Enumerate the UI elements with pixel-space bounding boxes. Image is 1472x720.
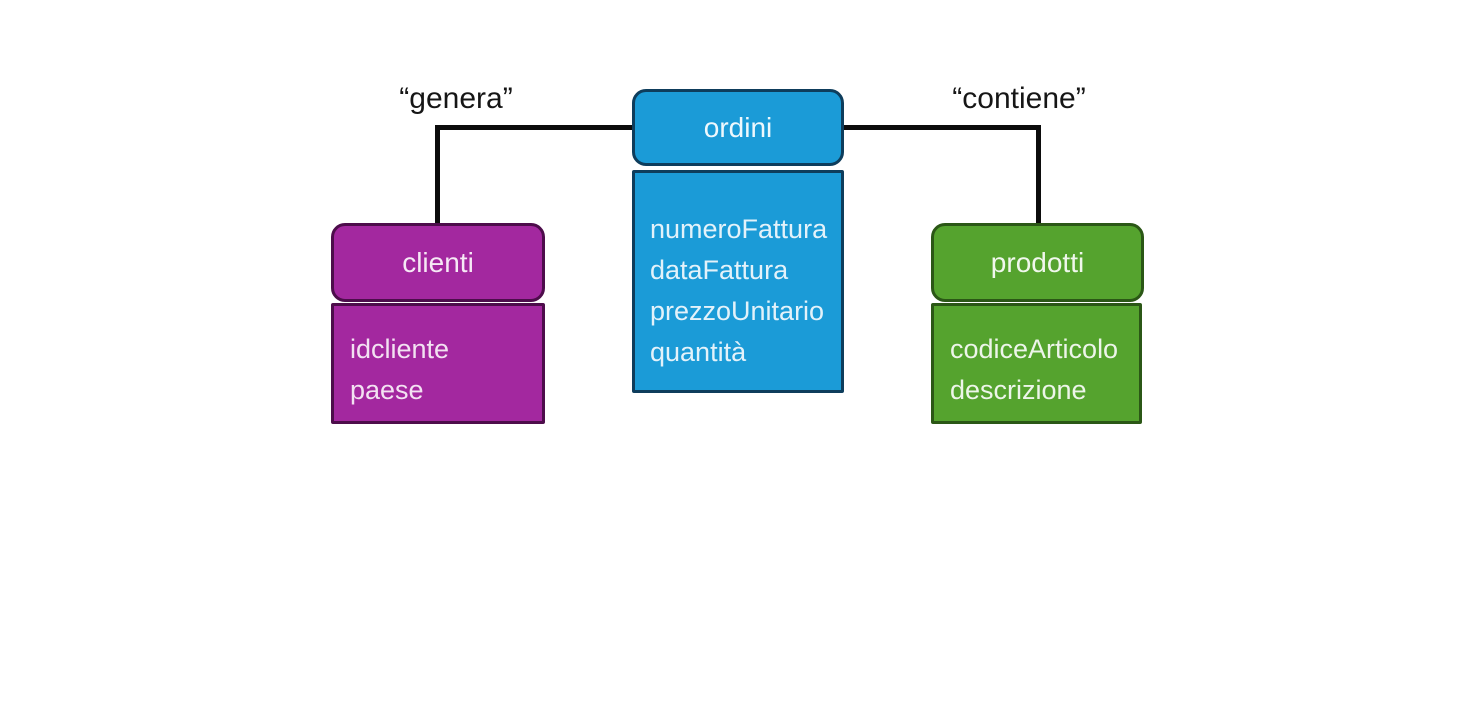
entity-prodotti-header: prodotti [931,223,1144,302]
attribute-dataFattura: dataFattura [650,255,789,285]
attribute-paese: paese [350,375,424,405]
connector-contiene-horizontal-line [841,125,1041,130]
attribute-descrizione: descrizione [950,375,1087,405]
relationship-label-genera: “genera” [399,82,513,115]
connector-contiene-vertical-line [1036,125,1041,225]
entity-prodotti-title: prodotti [990,246,1085,278]
attribute-idcliente: idcliente [350,334,450,364]
entity-ordini-header: ordini [632,89,844,166]
entity-prodotti-attributes: codiceArticolo descrizione [931,303,1142,424]
entity-clienti-attributes: idcliente paese [331,303,545,424]
attribute-numeroFattura: numeroFattura [650,214,828,244]
entity-prodotti: prodotti codiceArticolo descrizione [931,223,1144,424]
connector-genera-vertical-line [435,125,440,225]
entity-ordini-attributes: numeroFattura dataFattura prezzoUnitario… [632,170,844,393]
connector-genera-horizontal-line [435,125,635,130]
entity-clienti: clienti idcliente paese [331,223,545,424]
relationship-label-contiene: “contiene” [952,82,1086,115]
attribute-prezzoUnitario: prezzoUnitario [650,296,825,326]
entity-clienti-header: clienti [331,223,545,302]
entity-clienti-title: clienti [402,246,474,278]
attribute-quantita: quantità [650,337,747,367]
entity-ordini-title: ordini [703,111,773,143]
entity-ordini: ordini numeroFattura dataFattura prezzoU… [632,89,844,395]
attribute-codiceArticolo: codiceArticolo [950,334,1119,364]
